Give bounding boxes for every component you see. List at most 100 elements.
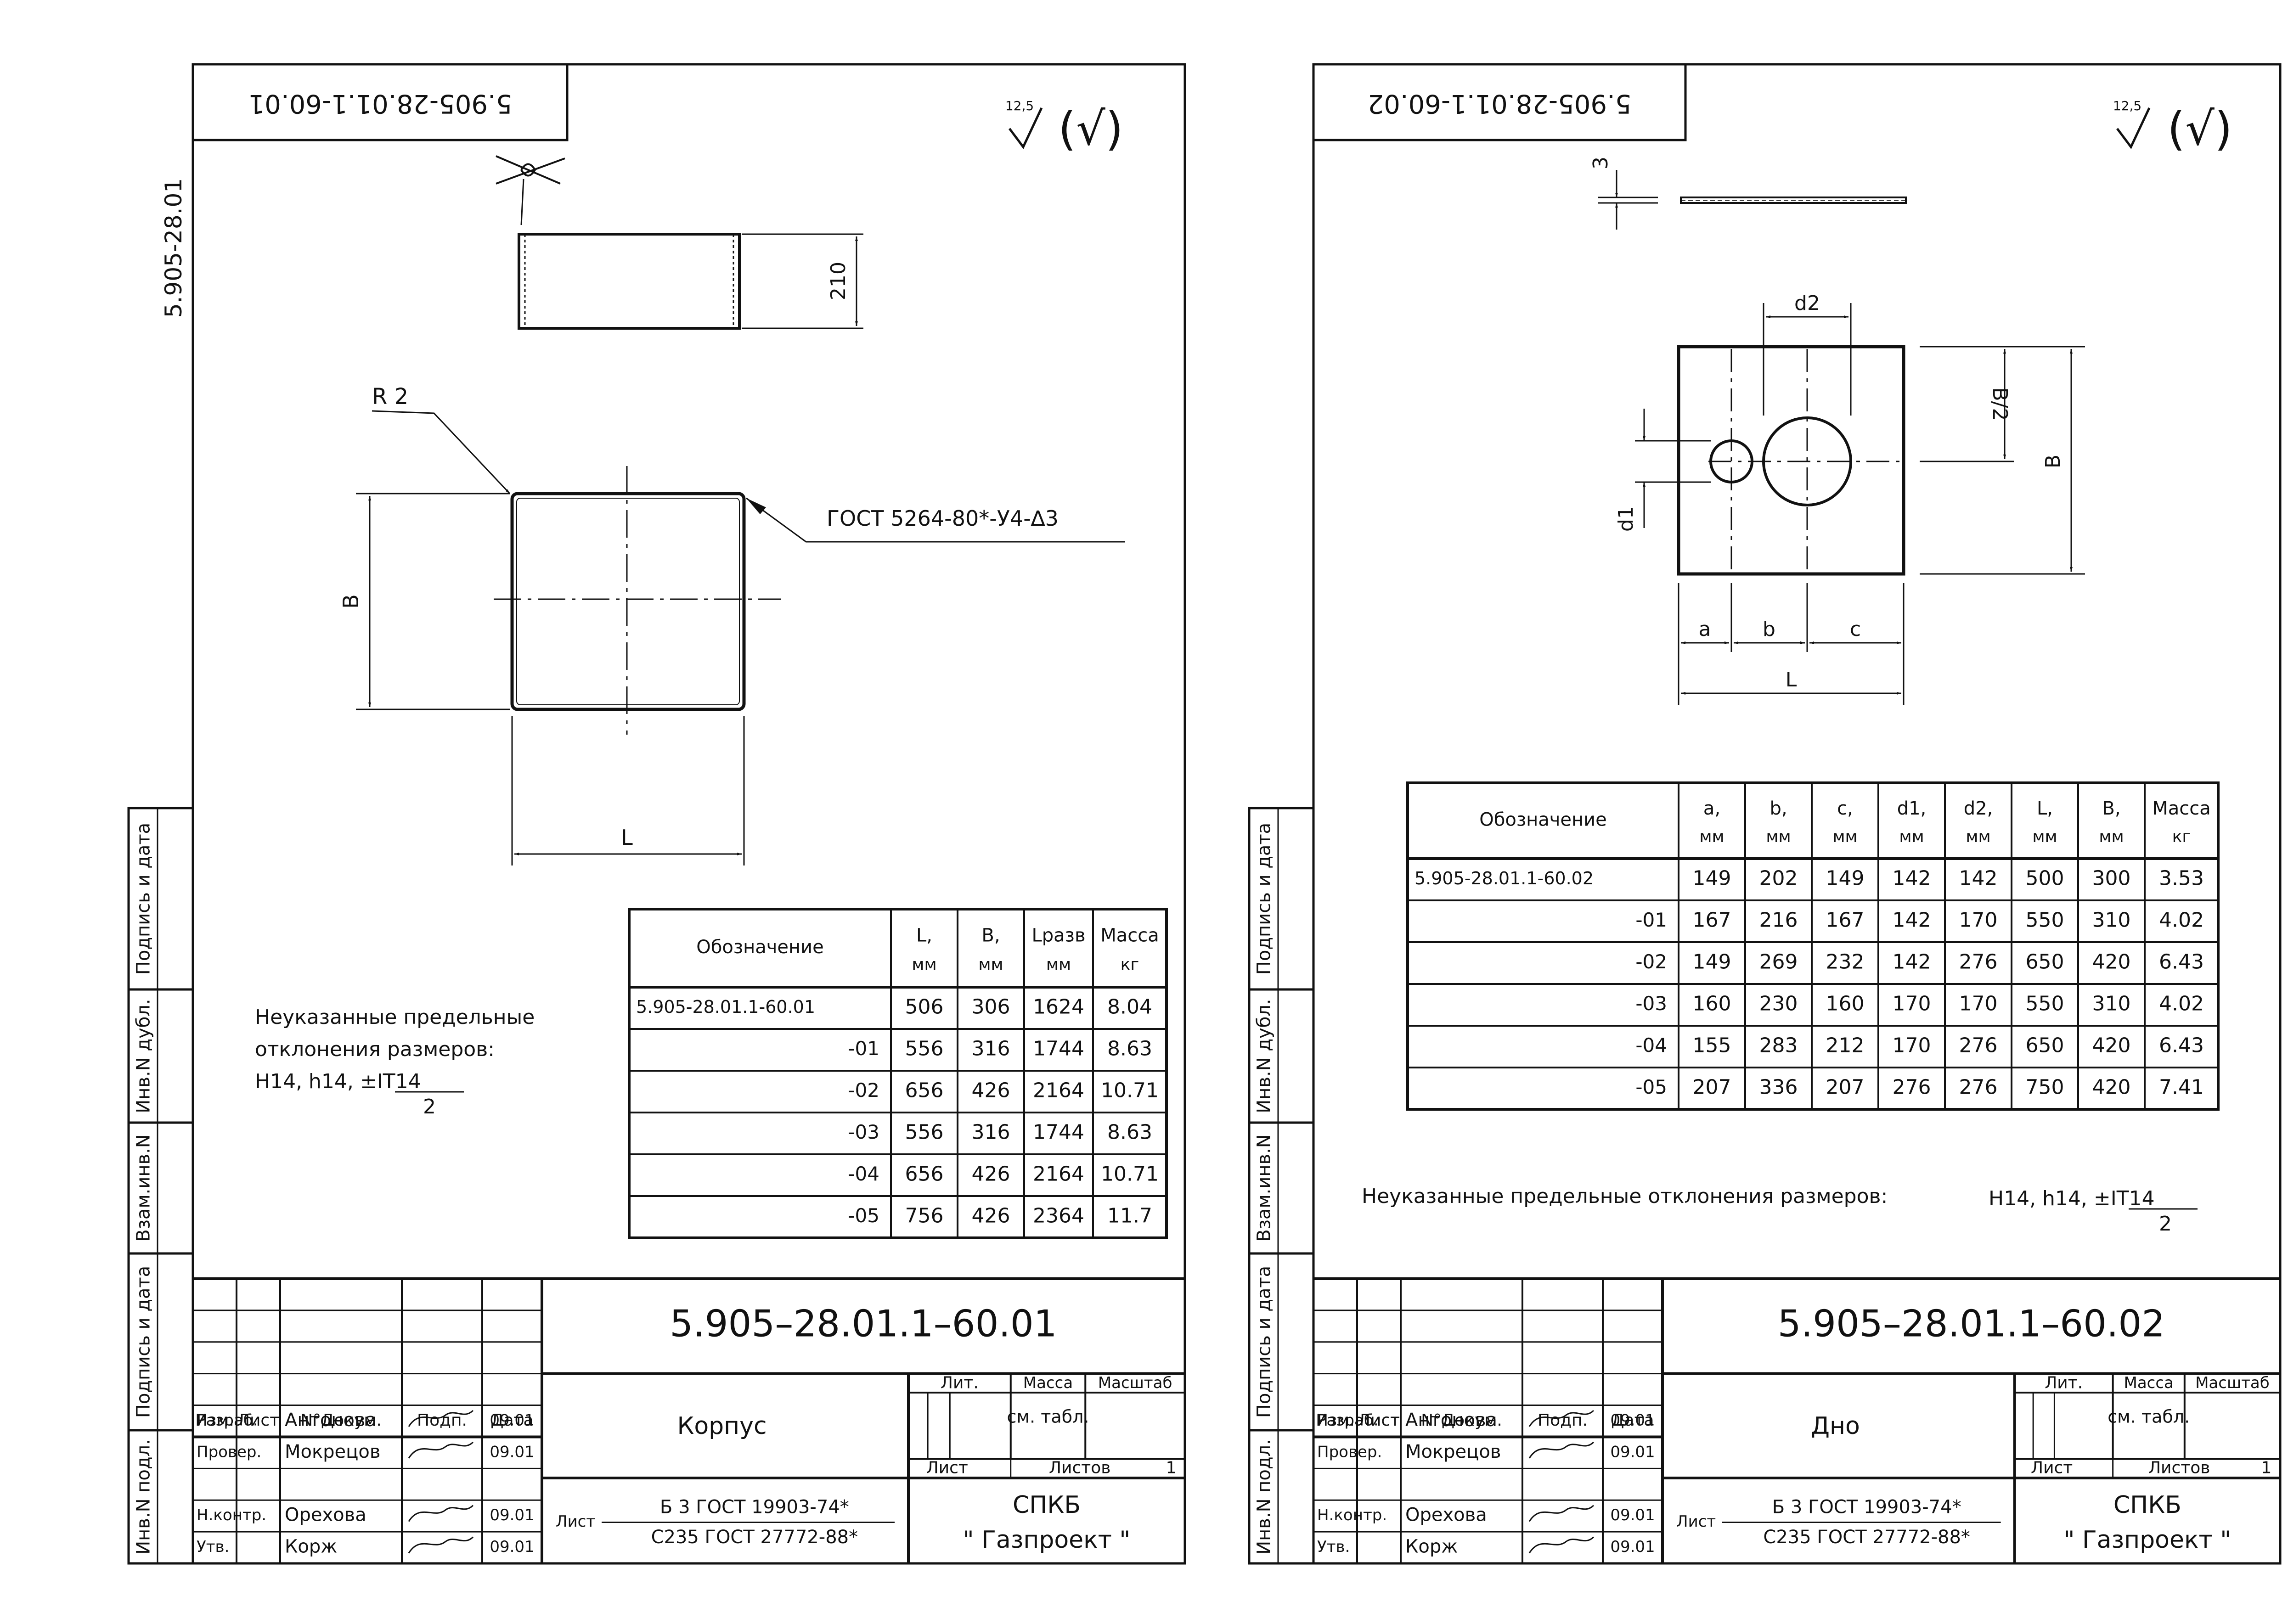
- table-header-unit: мм: [978, 955, 1003, 974]
- sheet1-front-view: R 2 B L ГОСТ 5264-80*-У4-∆3: [338, 384, 1125, 865]
- table-header-unit: мм: [1766, 827, 1791, 846]
- table-header: L,: [916, 925, 932, 946]
- table-cell: 6.43: [2159, 950, 2204, 974]
- table-cell: 650: [2026, 1034, 2064, 1057]
- svg-text:(√): (√): [1058, 102, 1123, 156]
- table-cell: 310: [2092, 992, 2131, 1016]
- table-cell: 8.63: [1107, 1121, 1152, 1144]
- table-cell: 1744: [1033, 1037, 1084, 1061]
- table-header: B,: [981, 925, 1000, 946]
- title-block-role: Н.контр.: [197, 1506, 266, 1524]
- table-cell: 300: [2092, 867, 2131, 890]
- title-block-header: N°Докум.: [1421, 1411, 1502, 1430]
- table-row-designation: -03: [1635, 992, 1667, 1015]
- table-cell: 550: [2026, 909, 2064, 932]
- sheet-korpus: 5.905-28.01 5.905-28.01.1-60.01 12,5 (√)…: [160, 63, 1186, 1565]
- table-cell: 216: [1759, 909, 1798, 932]
- title-block-material: С235 ГОСТ 27772-88*: [651, 1527, 858, 1548]
- title-block-role: Разраб.: [1317, 1411, 1379, 1430]
- table-border: [1406, 781, 2220, 1111]
- title-block-header: Изм.: [1316, 1411, 1355, 1430]
- svg-text:отклонения размеров:: отклонения размеров:: [255, 1038, 495, 1061]
- table-header: d2,: [1964, 798, 1993, 819]
- title-block-sheets-count: 1: [2261, 1458, 2272, 1477]
- table-cell: 149: [1693, 867, 1731, 890]
- table-header-unit: мм: [1832, 827, 1857, 846]
- table-cell: 500: [2026, 867, 2064, 890]
- sheet2-plan-view: d2 d1 B/2 B a b c L: [1614, 292, 2085, 705]
- title-block-code: 5.905–28.01.1–60.02: [1778, 1302, 2165, 1345]
- table-cell: 170: [1893, 992, 1931, 1016]
- svg-text:Неуказанные предельные отклоне: Неуказанные предельные отклонения размер…: [1362, 1185, 1888, 1208]
- sheet1-spec-table: ОбозначениеL,ммB,ммLразвммМассакг5.905-2…: [628, 908, 1168, 1239]
- title-block-code: 5.905–28.01.1–60.01: [670, 1302, 1057, 1345]
- sheet1-dim-radius: R 2: [372, 384, 408, 410]
- table-row-designation: -01: [848, 1037, 879, 1060]
- table-cell: 10.71: [1101, 1163, 1159, 1186]
- table-cell: 207: [1826, 1076, 1865, 1099]
- title-block-material: С235 ГОСТ 27772-88*: [1763, 1527, 1970, 1548]
- table-header-unit: кг: [2172, 827, 2191, 846]
- sheet1-code-box: [192, 63, 569, 141]
- signature-icon: [408, 1410, 474, 1427]
- table-cell: 276: [1959, 1076, 1998, 1099]
- table-cell: 506: [905, 995, 944, 1019]
- signature-icon: [1528, 1505, 1595, 1522]
- table-cell: 232: [1826, 950, 1865, 974]
- table-cell: 750: [2026, 1076, 2064, 1099]
- table-cell: 167: [1693, 909, 1731, 932]
- title-block-date: 09.01: [1610, 1506, 1655, 1524]
- table-cell: 420: [2092, 1034, 2131, 1057]
- table-header: Масса: [1100, 925, 1159, 946]
- title-block-person: Корж: [1405, 1536, 1458, 1557]
- table-cell: 207: [1693, 1076, 1731, 1099]
- sheet1-code-flipped: 5.905-28.01.1-60.01: [248, 89, 513, 118]
- table-header: Обозначение: [696, 937, 824, 958]
- sheet2-note: Неуказанные предельные отклонения размер…: [1362, 1185, 2198, 1236]
- table-cell: 426: [972, 1079, 1010, 1102]
- title-block-material: Б 3 ГОСТ 19903-74*: [1772, 1496, 1961, 1517]
- table-row-designation: -03: [848, 1121, 879, 1143]
- table-cell: 316: [972, 1121, 1010, 1144]
- sheet1-weld-callout: ГОСТ 5264-80*-У4-∆3: [827, 506, 1059, 531]
- table-header: d1,: [1897, 798, 1927, 819]
- table-cell: 306: [972, 995, 1010, 1019]
- table-header: B,: [2102, 798, 2120, 819]
- table-cell: 550: [2026, 992, 2064, 1016]
- table-header-unit: мм: [1699, 827, 1724, 846]
- table-cell: 4.02: [2159, 909, 2204, 932]
- title-block-header: Дата: [1611, 1411, 1654, 1430]
- sheet2-side-view: 3: [1589, 157, 1907, 230]
- title-block-date: 09.01: [490, 1538, 534, 1556]
- title-block-date: 09.01: [1610, 1411, 1655, 1430]
- table-cell: 155: [1693, 1034, 1731, 1057]
- table-cell: 310: [2092, 909, 2131, 932]
- table-cell: 142: [1893, 909, 1931, 932]
- table-cell: 170: [1893, 1034, 1931, 1057]
- table-cell: 202: [1759, 867, 1798, 890]
- table-cell: 2364: [1033, 1204, 1084, 1228]
- svg-text:12,5: 12,5: [1005, 98, 1034, 113]
- title-block-role: Н.контр.: [1317, 1506, 1387, 1524]
- title-block-role: Разраб.: [197, 1411, 258, 1430]
- table-cell: 426: [972, 1163, 1010, 1186]
- table-cell: 3.53: [2159, 867, 2204, 890]
- title-block-lit: Лит.: [941, 1374, 979, 1393]
- title-block-person: Антонова: [1405, 1410, 1497, 1431]
- table-header: a,: [1703, 798, 1720, 819]
- side-stamp-label: Инв.N дубл.: [133, 999, 154, 1113]
- svg-text:2: 2: [423, 1095, 436, 1118]
- sheet2-dim-d1: d1: [1614, 506, 1638, 532]
- table-row-designation: -02: [1635, 950, 1667, 973]
- title-block-header: Дата: [490, 1411, 533, 1430]
- table-header-unit: мм: [1899, 827, 1924, 846]
- table-cell: 276: [1959, 950, 1998, 974]
- table-cell: 160: [1826, 992, 1865, 1016]
- table-cell: 170: [1959, 992, 1998, 1016]
- table-header: L,: [2037, 798, 2053, 819]
- table-border: [628, 908, 1168, 1239]
- side-stamp-label: Инв.N дубл.: [1254, 999, 1275, 1113]
- side-stamp-label: Подпись и дата: [133, 823, 154, 975]
- signature-icon: [408, 1441, 474, 1459]
- title-block-lit: Лит.: [2045, 1374, 2083, 1393]
